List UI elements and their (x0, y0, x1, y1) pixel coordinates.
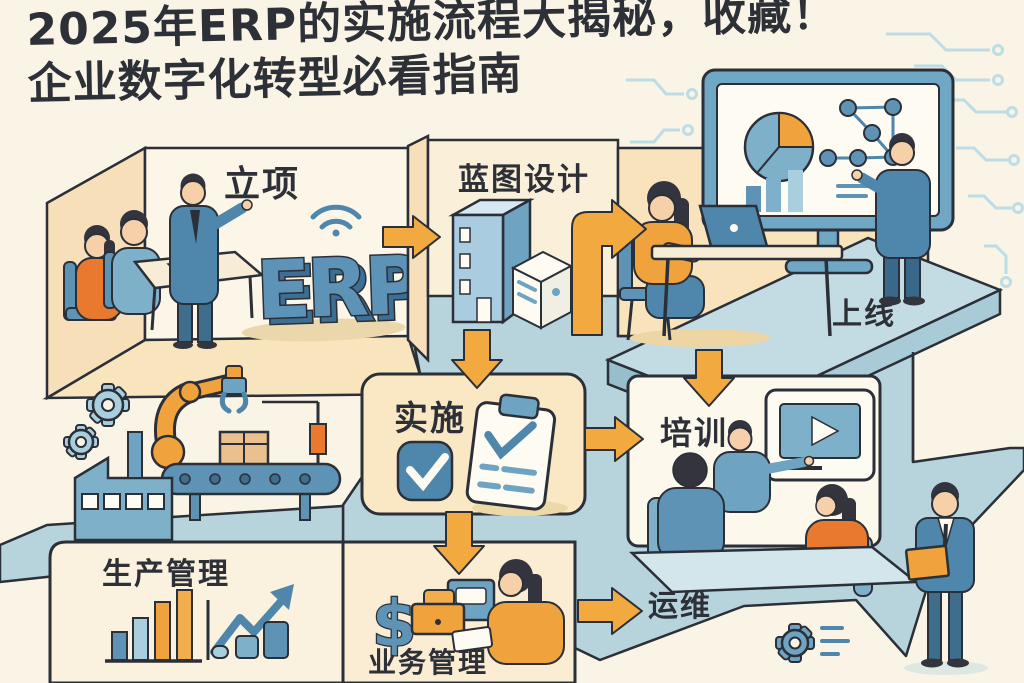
robot-arm-icon (150, 365, 249, 470)
pie-chart-icon (743, 111, 815, 183)
stage-operations: 运维 (648, 589, 850, 663)
stage-implementation: 实施 (360, 372, 587, 516)
arrow-business-to-operations (577, 587, 643, 635)
person-trainee-man (657, 452, 725, 561)
dollar-icon: $ (372, 588, 417, 662)
page-title: 2025年ERP的实施流程大揭秘，收藏！ 企业数字化转型必看指南 (26, 0, 839, 111)
person-presenter-golive (851, 133, 931, 306)
gears-icon (63, 383, 130, 460)
stage-label-blueprint: 蓝图设计 (458, 162, 590, 198)
check-badge-icon (396, 440, 454, 502)
production-zone (63, 365, 342, 542)
arrow-initiation-to-blueprint (382, 215, 441, 259)
stage-label-initiation: 立项 (224, 164, 300, 205)
document-stack-icon (510, 250, 574, 330)
consultant-desk (650, 244, 844, 337)
gear-speed-icon (775, 623, 850, 663)
flow-arrows (382, 199, 735, 635)
video-player-icon (764, 388, 876, 482)
stage-initiation: 立项 (42, 145, 430, 401)
clipboard-icon (465, 393, 557, 511)
person-presenter-initiation (169, 173, 253, 349)
conveyor-belt-icon (160, 400, 342, 521)
svg-text:ERP: ERP (261, 244, 428, 343)
arrow-implementation-to-training (584, 416, 644, 462)
trend-arrow-icon (210, 584, 294, 659)
wifi-icon (310, 204, 362, 237)
stage-training: 培训 (626, 374, 920, 597)
stage-label-production: 生产管理 (102, 557, 230, 592)
play-icon (811, 415, 840, 447)
cardboard-box-icon (218, 430, 270, 468)
person-business-woman (451, 559, 565, 665)
arrow-blueprint-to-consultant (571, 199, 647, 336)
stage-label-business: 业务管理 (368, 646, 488, 679)
stage-label-operations: 运维 (648, 589, 712, 624)
arrow-blueprint-to-implementation (451, 329, 503, 389)
person-consultant-laptop (617, 181, 844, 347)
stage-label-training: 培训 (660, 414, 728, 452)
factory-icon (73, 431, 174, 542)
arrow-implementation-to-business (433, 511, 485, 575)
production-bar-chart-icon (105, 589, 202, 663)
stage-production: 生产管理 (48, 540, 345, 683)
person-trainer (713, 420, 815, 513)
stage-label-implementation: 实施 (394, 399, 466, 439)
erp-3d-letters: ERP ERP (241, 237, 430, 345)
erp-text: ERP (255, 239, 422, 338)
cash-register-icon (410, 578, 496, 636)
arrow-golive-to-training (683, 349, 735, 407)
person-manager-standing (904, 482, 988, 675)
